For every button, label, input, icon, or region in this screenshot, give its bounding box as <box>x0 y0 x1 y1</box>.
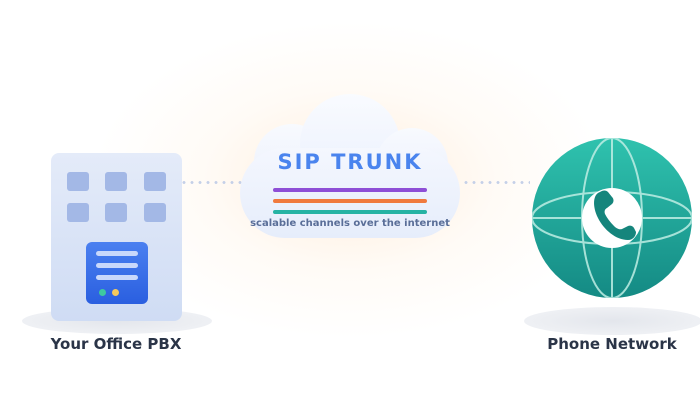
pbx-server-icon <box>86 242 148 304</box>
building-window <box>144 203 166 222</box>
building-window <box>105 203 127 222</box>
server-led-green <box>99 289 106 296</box>
channel-line-purple <box>273 188 427 192</box>
network-shadow <box>524 307 700 335</box>
server-slot <box>96 251 138 256</box>
office-building-icon <box>51 153 182 321</box>
cloud-base <box>240 148 460 238</box>
building-window <box>144 172 166 191</box>
server-slot <box>96 263 138 268</box>
building-window <box>105 172 127 191</box>
server-led-yellow <box>112 289 119 296</box>
channel-line-teal <box>273 210 427 214</box>
building-window <box>67 172 89 191</box>
pbx-label: Your Office PBX <box>50 335 182 353</box>
sip-trunk-caption: scalable channels over the internet <box>250 218 450 229</box>
phone-handset-icon <box>594 190 636 240</box>
connector-right <box>462 181 530 184</box>
connector-left <box>180 181 244 184</box>
building-window <box>67 203 89 222</box>
server-slot <box>96 275 138 280</box>
sip-trunk-title: SIP TRUNK <box>277 150 423 174</box>
network-label: Phone Network <box>547 335 677 353</box>
globe-phone-icon <box>532 138 692 298</box>
channel-line-orange <box>273 199 427 203</box>
